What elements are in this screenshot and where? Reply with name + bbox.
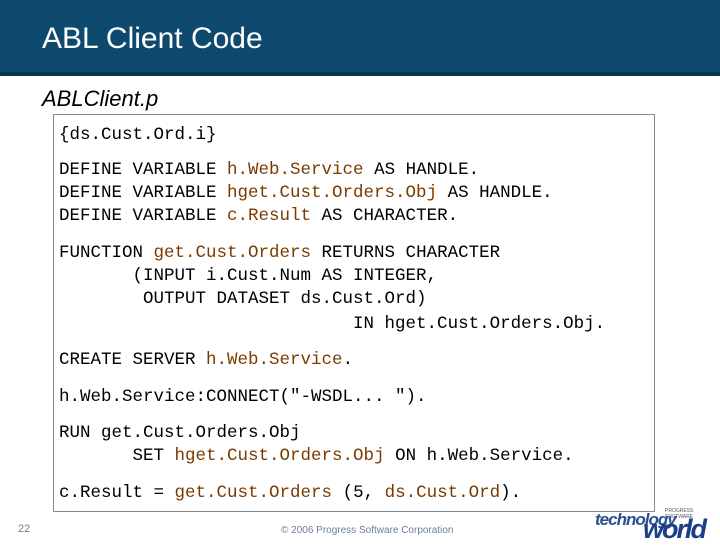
code-line-in-handle: IN hget.Cust.Orders.Obj. — [59, 314, 606, 334]
logo-world-text: world — [643, 514, 707, 544]
code-line-include: {ds.Cust.Ord.i} — [59, 125, 217, 145]
title-bar — [0, 0, 720, 76]
code-line-result: c.Result = get.Cust.Orders (5, ds.Cust.O… — [59, 483, 522, 503]
code-line-define-orders-obj: DEFINE VARIABLE hget.Cust.Orders.Obj AS … — [59, 183, 553, 203]
logo-small-text: PROGRESS SOFTWARE — [665, 508, 694, 520]
code-line-run: RUN get.Cust.Orders.Obj — [59, 423, 301, 443]
logo-technology-text: technology — [595, 510, 677, 529]
code-line-define-webservice: DEFINE VARIABLE h.Web.Service AS HANDLE. — [59, 160, 480, 180]
code-line-create-server: CREATE SERVER h.Web.Service. — [59, 350, 354, 370]
copyright-footer: © 2006 Progress Software Corporation — [281, 525, 454, 536]
code-line-define-result: DEFINE VARIABLE c.Result AS CHARACTER. — [59, 206, 459, 226]
technology-world-logo: PROGRESS SOFTWARE technology world — [593, 506, 718, 544]
slide-number: 22 — [18, 523, 31, 535]
code-box: {ds.Cust.Ord.i} DEFINE VARIABLE h.Web.Se… — [53, 114, 655, 512]
page-title: ABL Client Code — [42, 22, 263, 55]
file-name-subtitle: ABLClient.p — [42, 86, 159, 111]
code-line-set: SET hget.Cust.Orders.Obj ON h.Web.Servic… — [59, 446, 574, 466]
code-line-function: FUNCTION get.Cust.Orders RETURNS CHARACT… — [59, 243, 501, 263]
code-line-connect: h.Web.Service:CONNECT("-WSDL... "). — [59, 387, 427, 407]
code-line-input-param: (INPUT i.Cust.Num AS INTEGER, — [59, 266, 438, 286]
code-line-output-param: OUTPUT DATASET ds.Cust.Ord) — [59, 289, 427, 309]
